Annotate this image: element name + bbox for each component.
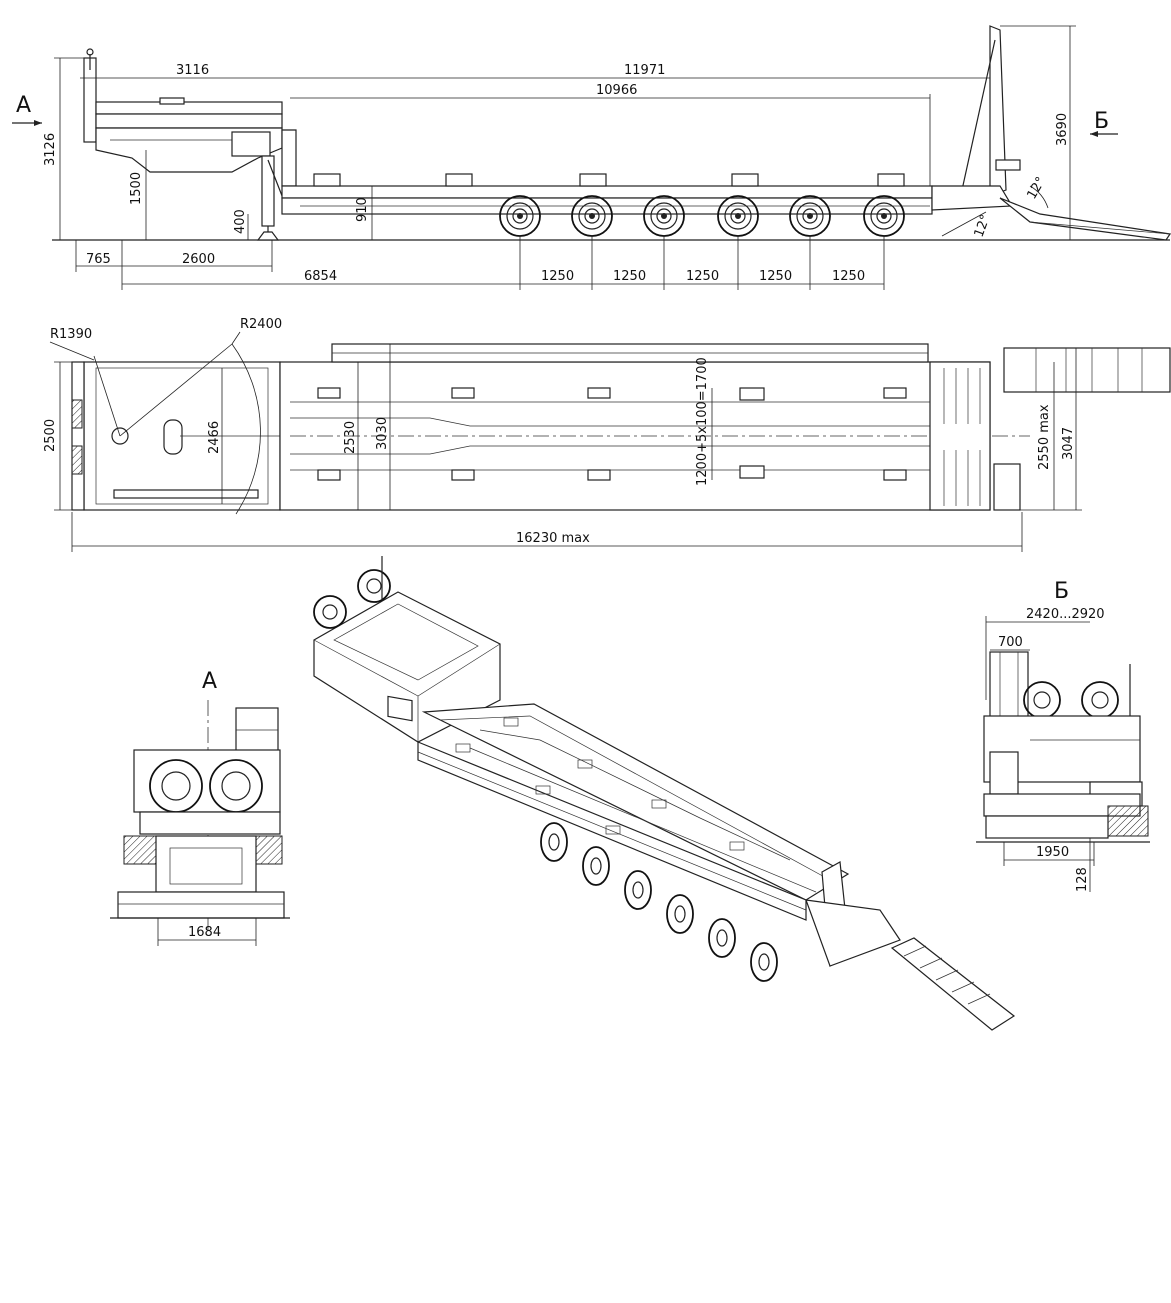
width-deck-outer: 3030 (375, 417, 390, 450)
landing-leg (256, 155, 287, 241)
isometric-view (313, 556, 1016, 1031)
dim-height-front: 3126 (43, 133, 58, 166)
dim-track: 1950 (1036, 845, 1069, 860)
view-marker-a: А (16, 93, 31, 118)
dim-axle-spacing-2: 1250 (613, 269, 646, 284)
view-b-title: Б (1054, 579, 1069, 604)
view-a-title: А (202, 669, 217, 694)
rear-ramps-top (993, 347, 1171, 511)
dim-ramp-width: 700 (998, 635, 1023, 650)
side-view: А Б (12, 25, 1171, 290)
view-b-rear: Б 2420...2920 700 1950 128 (976, 579, 1150, 892)
dim-deck-length: 10966 (596, 83, 637, 98)
kingpin (111, 427, 129, 445)
radius-swing: R2400 (240, 317, 282, 332)
dim-axle-spacing-1: 1250 (541, 269, 574, 284)
dim-ramp-spread: 2420...2920 (1026, 607, 1105, 622)
view-marker-b: Б (1094, 109, 1109, 134)
view-a-front: А 1684 (110, 669, 290, 946)
top-view: R1390 R2400 2500 2466 2530 3030 1200+5x1… (43, 317, 1171, 552)
dim-gooseneck: 3116 (176, 63, 209, 78)
dim-deck-height: 910 (355, 197, 370, 222)
bolster-spacing: 1200+5x100=1700 (695, 357, 710, 486)
angle-departure: 12° (972, 213, 994, 240)
deck-lashing-points (317, 387, 907, 481)
length-max: 16230 max (516, 531, 590, 546)
dim-kingpin-to-axle: 6854 (304, 269, 337, 284)
dim-fifth-wheel-height: 1500 (129, 172, 144, 205)
dim-axle-spacing-3: 1250 (686, 269, 719, 284)
width-overall: 2500 (43, 419, 58, 452)
dim-kingpin-to-leg: 2600 (182, 252, 215, 267)
width-deck-inner: 2530 (343, 421, 358, 454)
rear-ramp-side (931, 25, 1171, 241)
isometric-wheels (540, 822, 778, 982)
side-dimensions: 3126 3690 3116 11971 10966 1500 400 910 (43, 25, 1076, 290)
dim-height-rear: 3690 (1055, 113, 1070, 146)
dim-axle-spacing-4: 1250 (759, 269, 792, 284)
dim-front-overhang: 765 (86, 252, 111, 267)
width-rear-max: 2550 max (1037, 404, 1052, 470)
radius-front: R1390 (50, 327, 92, 342)
width-gooseneck: 2466 (207, 421, 222, 454)
low-bed-frame (281, 129, 933, 215)
angle-ramp: 12° (1024, 175, 1049, 202)
dim-axle-spacing-5: 1250 (832, 269, 865, 284)
dim-wheel-track: 1684 (188, 925, 221, 940)
dim-ramp-ground-clearance: 128 (1075, 867, 1090, 892)
dim-leg-height: 400 (233, 209, 248, 234)
width-rear-ramps: 3047 (1061, 427, 1076, 460)
dim-overall-length: 11971 (624, 63, 665, 78)
top-dimensions: R1390 R2400 2500 2466 2530 3030 1200+5x1… (43, 317, 1082, 552)
